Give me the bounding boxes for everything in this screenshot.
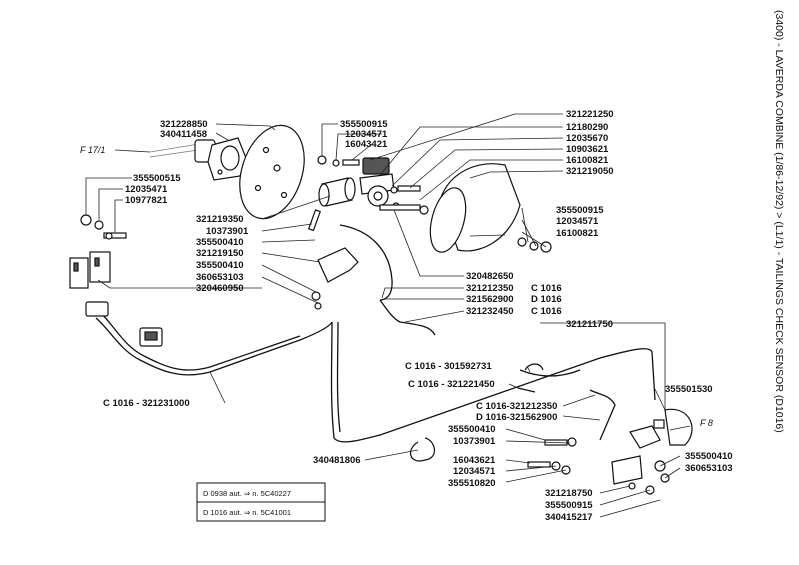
- part-label: 12034571: [345, 129, 388, 140]
- part-label: 355500410: [448, 424, 496, 435]
- part-label: 12035670: [566, 133, 608, 144]
- ref-f8: F 8: [700, 418, 713, 428]
- part-label: 355500915: [340, 119, 388, 130]
- connector-housings-part: [69, 251, 111, 289]
- bottom-bracket-part: [611, 455, 670, 495]
- part-label: C 1016-321212350: [476, 401, 557, 412]
- disc-plate-part: [239, 124, 305, 220]
- wire-bracket-part: [307, 209, 359, 310]
- part-labels: 321228850 340411458 355500915 12034571 1…: [103, 109, 733, 523]
- part-label: D 1016-321562900: [476, 412, 557, 423]
- part-label: 12034571: [453, 466, 496, 477]
- part-label: 355500410: [685, 451, 733, 462]
- part-label: D 1016: [531, 294, 562, 305]
- top-bolts-part: [317, 155, 429, 215]
- serial-note: D 1016 aut. ⇒ n. 5C41001: [203, 508, 291, 517]
- part-label: 12035471: [125, 184, 168, 195]
- part-label: 12180290: [566, 122, 608, 133]
- page-title: (3400) - LAVERDA COMBINE (1/86-12/92) > …: [773, 10, 785, 433]
- part-label: C 1016: [531, 306, 562, 317]
- part-label: 321211750: [566, 319, 613, 330]
- wiring-harness: [95, 224, 656, 443]
- part-label: 321232450: [466, 306, 514, 317]
- part-label: 12034571: [556, 216, 599, 227]
- part-label: 340415217: [545, 512, 593, 523]
- left-hardware-part: [80, 214, 127, 240]
- part-label: 355500515: [133, 173, 181, 184]
- part-label: 355510820: [448, 478, 496, 489]
- part-label: 321219350: [196, 214, 244, 225]
- sensor-block-part: [359, 157, 395, 207]
- serial-note: D 0938 aut. ⇒ n. 5C40227: [203, 489, 291, 498]
- part-label: 16100821: [566, 155, 609, 166]
- part-label: 16100821: [556, 228, 599, 239]
- part-label: 355501530: [665, 384, 713, 395]
- part-label: 321228850: [160, 119, 208, 130]
- part-label: 360653103: [685, 463, 733, 474]
- part-label: 360653103: [196, 272, 244, 283]
- part-label: 340411458: [160, 129, 207, 140]
- part-label: C 1016 - 321231000: [103, 398, 190, 409]
- wire-clip-part: [517, 363, 544, 393]
- part-label: C 1016 - 321221450: [408, 379, 495, 390]
- part-label: 321212350: [466, 283, 514, 294]
- part-label: 355500915: [556, 205, 604, 216]
- part-label: 10977821: [125, 195, 168, 206]
- sensor-cover-part: [429, 163, 521, 253]
- part-label: C 1016: [531, 283, 562, 294]
- leader-lines: [85, 113, 691, 518]
- part-label: 355500410: [196, 237, 244, 248]
- serial-notes-box: D 0938 aut. ⇒ n. 5C40227 D 1016 aut. ⇒ n…: [196, 482, 326, 522]
- u-clamp-part: [409, 437, 435, 462]
- part-label: 16043421: [345, 139, 388, 150]
- part-label: 320482650: [466, 271, 514, 282]
- part-label: 320460950: [196, 283, 244, 294]
- part-label: 321219050: [566, 166, 614, 177]
- part-label: 321221250: [566, 109, 614, 120]
- part-label: 16043621: [453, 455, 496, 466]
- sensor-housing-part: [149, 137, 247, 181]
- part-label: 10903621: [566, 144, 609, 155]
- part-label: 340481806: [313, 455, 361, 466]
- part-label: 10373901: [453, 436, 496, 447]
- center-bolts-part: [527, 437, 577, 475]
- ref-f17: F 17/1: [80, 145, 105, 155]
- part-label: 355500915: [545, 500, 593, 511]
- part-label: 321218750: [545, 488, 593, 499]
- tailings-sensor-part: [629, 408, 693, 449]
- part-label: 321562900: [466, 294, 514, 305]
- part-label: 321219150: [196, 248, 244, 259]
- part-label: C 1016 - 301592731: [405, 361, 492, 372]
- harness-connector-part: [85, 301, 163, 347]
- part-label: 355500410: [196, 260, 244, 271]
- magnet-cylinder-part: [318, 177, 356, 207]
- part-label: 10373901: [206, 226, 249, 237]
